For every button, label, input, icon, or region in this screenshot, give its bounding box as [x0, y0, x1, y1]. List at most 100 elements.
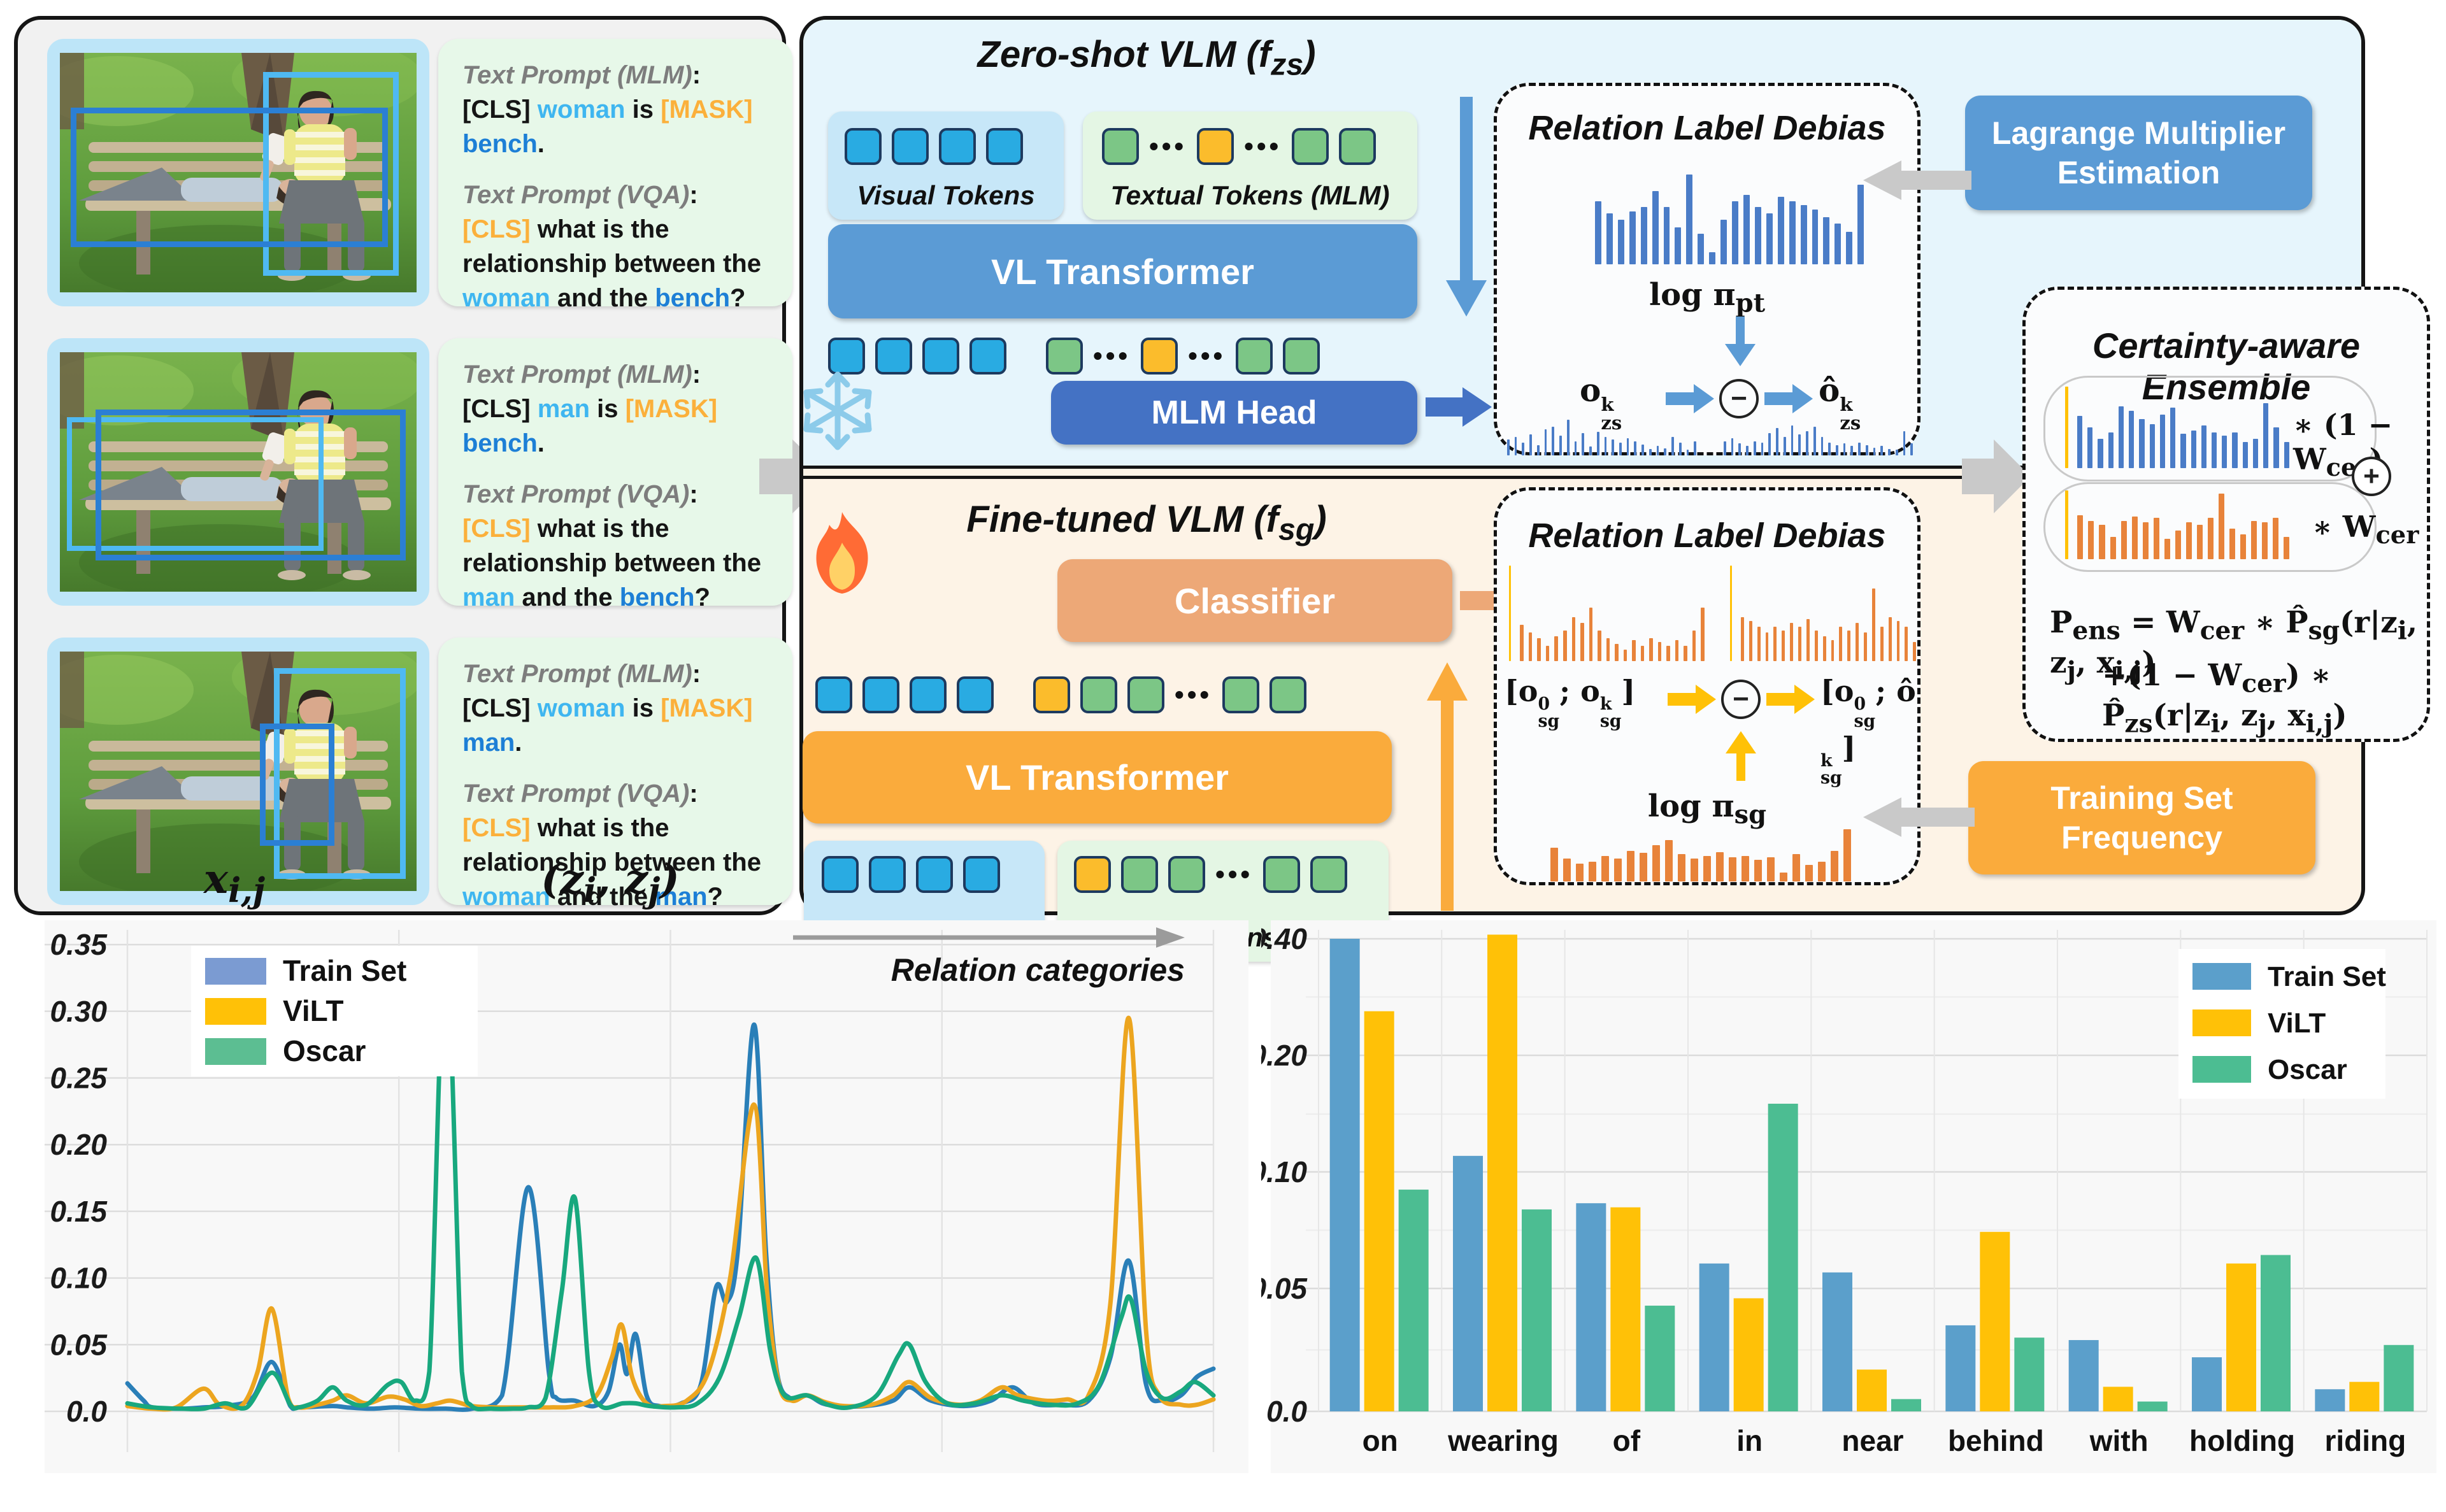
mini-bar — [2077, 515, 2084, 559]
mini-bar — [2129, 411, 2135, 468]
mini-bar — [1652, 845, 1660, 881]
prompt-card-2: Text Prompt (MLM): [CLS] man is [MASK] b… — [438, 338, 792, 611]
prompt-segment-mask: [CLS] — [462, 814, 531, 842]
section-divider — [803, 466, 2361, 469]
debias-zs-title: Relation Label Debias — [1528, 109, 1886, 147]
mini-bar — [1905, 627, 1908, 661]
mini-bar — [1640, 853, 1647, 881]
mini-bar — [2087, 427, 2093, 468]
bar-of-vilt — [1610, 1207, 1641, 1411]
prompt-segment-mask: [MASK] — [625, 395, 718, 423]
mini-bar — [1753, 441, 1756, 455]
mini-bar — [1656, 446, 1659, 455]
mask-token — [1141, 338, 1178, 374]
mini-bar — [1595, 201, 1601, 264]
prompt-segment-plain: : — [689, 480, 698, 508]
mini-bar — [1818, 862, 1826, 881]
debias-zs-arrow-2-icon — [1764, 384, 1813, 413]
visual-token — [910, 676, 947, 713]
vqa-prompt-line: Text Prompt (VQA): [CLS] what is the rel… — [462, 477, 772, 615]
bar-with-oscar — [2137, 1401, 2168, 1411]
ensemble-sg-row-outline — [2043, 482, 2377, 572]
mini-bar — [1729, 857, 1736, 881]
park-photo-1 — [60, 53, 417, 292]
mini-bar — [1776, 427, 1778, 455]
y-tick-label: 0.25 — [50, 1062, 108, 1095]
prompt-segment-obj: man — [655, 883, 708, 911]
zs-textual-token-row: •••••• — [1102, 128, 1386, 165]
prompt-segment-subj: woman — [537, 694, 626, 722]
certainty-aware-ensemble-box: Certainty-aware Ensemble ∗ (1 − Wcer) ∗ … — [2022, 287, 2430, 742]
mini-bar — [2077, 416, 2083, 468]
prompt-segment-label: Text Prompt (VQA) — [462, 780, 690, 808]
flow-right-arrow-icon — [759, 439, 831, 513]
mini-bar — [1790, 623, 1794, 661]
mini-bar — [2242, 442, 2248, 468]
prompt-segment-plain: ? — [730, 284, 746, 312]
text-token — [1102, 128, 1139, 165]
debias-sg-up-arrow-icon — [1726, 731, 1756, 781]
mini-bar — [1738, 443, 1742, 455]
zs-flow-down-arrow-icon — [1446, 97, 1487, 317]
visual-token — [969, 338, 1006, 374]
text-token — [1168, 856, 1205, 893]
visual-token — [869, 856, 906, 893]
mini-bar — [1888, 617, 1892, 661]
mini-bar — [2142, 522, 2149, 559]
legend-swatch-train-set — [2192, 963, 2251, 990]
mini-bar — [2207, 518, 2214, 559]
mini-bar — [1757, 627, 1761, 661]
bar-on-oscar — [1398, 1189, 1429, 1411]
x-category-label: riding — [2324, 1424, 2406, 1457]
bar-riding-oscar — [2384, 1344, 2414, 1411]
mini-bar — [1632, 640, 1636, 661]
text-token — [1121, 856, 1158, 893]
mini-bar — [1709, 252, 1716, 264]
bar-of-oscar — [1645, 1306, 1675, 1411]
mask-token — [1033, 676, 1070, 713]
mini-bar — [2139, 419, 2145, 468]
minus-operator-sg: − — [1721, 680, 1761, 719]
mini-bar — [1692, 631, 1696, 661]
mini-bar — [2121, 520, 2127, 559]
text-token — [1046, 338, 1083, 374]
mini-bar — [1664, 448, 1667, 455]
training-frequency-box: Training Set Frequency — [1968, 761, 2315, 874]
mini-bar — [1563, 631, 1567, 661]
mini-bar — [1566, 420, 1570, 455]
zs-vl-transformer-box: VL Transformer — [828, 224, 1417, 318]
minus-glyph: − — [1731, 383, 1747, 414]
mini-bar — [1520, 625, 1524, 661]
mini-bar — [1522, 443, 1525, 455]
bar-with-train-set — [2068, 1340, 2099, 1411]
mini-bar — [1675, 227, 1682, 264]
mini-bar — [1507, 439, 1510, 455]
debias-zs-down-arrow-icon — [1725, 317, 1756, 366]
mini-bar — [1773, 627, 1777, 661]
zs-textual-tokens-card: •••••• Textual Tokens (MLM) — [1083, 111, 1417, 220]
object-bounding-box — [96, 410, 406, 561]
prompt-segment-plain: ? — [707, 883, 723, 911]
mini-bar — [1619, 443, 1622, 455]
fire-icon — [816, 512, 868, 594]
mini-bar — [1792, 854, 1800, 881]
y-tick-label: 0.05 — [50, 1328, 108, 1361]
mini-bar — [1880, 446, 1884, 455]
mini-bar — [2118, 406, 2124, 468]
photo-card-2 — [47, 338, 429, 606]
mini-bar — [1598, 631, 1601, 661]
y-tick-label: 0.40 — [1261, 922, 1307, 955]
zs-visual-tokens-card: Visual Tokens — [828, 111, 1064, 220]
relation-categories-arrowhead-icon — [1156, 927, 1185, 948]
subject-bounding-box — [67, 417, 324, 552]
sg-visual-token-row — [822, 856, 1010, 893]
zs-visual-tokens-label: Visual Tokens — [857, 180, 1035, 210]
mini-bar — [1888, 449, 1891, 455]
mini-bar — [1678, 443, 1682, 455]
mini-bar — [2088, 520, 2094, 559]
mini-bar — [1798, 627, 1801, 661]
mini-bar — [1563, 858, 1571, 881]
mini-bar — [1612, 439, 1615, 455]
